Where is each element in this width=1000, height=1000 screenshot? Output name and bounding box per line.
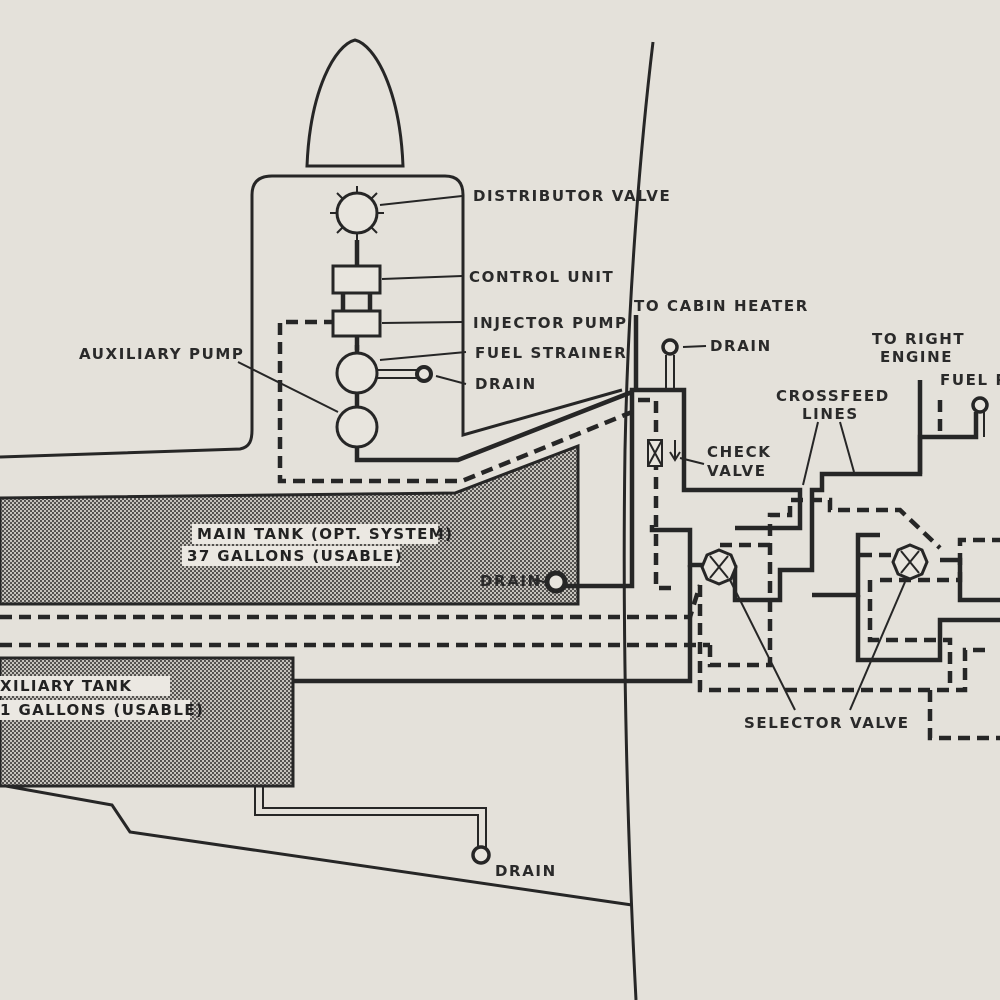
- label-aux-tank: XILIARY TANK: [0, 677, 132, 695]
- label-drain-main: DRAIN: [480, 572, 542, 590]
- aux-tank-supply-line: [293, 565, 693, 684]
- label-check: CHECK: [707, 443, 771, 461]
- crossfeed-dash-c: [720, 542, 953, 690]
- aux-tank-label-bg-2: [0, 700, 190, 720]
- label-aux-tank-gallons: 1 GALLONS (USABLE): [0, 701, 204, 719]
- engine-supply-line: [354, 345, 633, 463]
- nacelle-return-line: [277, 319, 633, 484]
- label-main-tank-gallons: 37 GALLONS (USABLE): [187, 547, 403, 565]
- long-return-line-1: [0, 584, 703, 620]
- check-valve: [647, 439, 681, 467]
- strainer-drain-pipe: [377, 369, 418, 379]
- fuselage-side-line: [622, 41, 655, 1000]
- left-selector-out: [732, 412, 979, 603]
- label-distributor-valve: DISTRIBUTOR VALVE: [473, 187, 671, 205]
- return-lines: [0, 319, 1000, 741]
- propeller-spinner: [305, 38, 405, 168]
- control-unit: [331, 264, 382, 295]
- fuel-strainer: [335, 351, 379, 395]
- main-tank-drain-line: [556, 387, 803, 589]
- label-strainer-drain: DRAIN: [475, 375, 537, 393]
- aux-tank-drain: [471, 845, 491, 865]
- label-drain-top: DRAIN: [710, 337, 772, 355]
- label-engine: ENGINE: [880, 348, 953, 366]
- label-crossfeed: CROSSFEED: [776, 387, 890, 405]
- control-injector-link: [340, 293, 373, 311]
- engine-nacelle-outline: [0, 174, 623, 459]
- strainer-drain: [415, 365, 433, 383]
- aux-tank-drain-pipe: [254, 786, 487, 848]
- label-fuel-strainer: FUEL STRAINER: [475, 344, 627, 362]
- label-lines: LINES: [802, 405, 859, 423]
- right-return-dash: [927, 690, 1000, 741]
- fuel-r-drain: [971, 396, 989, 414]
- right-selector-lower: [855, 595, 1000, 663]
- fuel-r-drain-pipe: [975, 412, 985, 437]
- label-drain-bottom: DRAIN: [495, 862, 557, 880]
- leader-lines: [237, 195, 906, 711]
- crossfeed-dash-b: [707, 497, 942, 668]
- crossfeed-line-left: [649, 525, 718, 568]
- main-tank-label-bg-2: [182, 546, 400, 566]
- drain-top-line: [665, 355, 675, 390]
- check-valve-return: [638, 397, 676, 591]
- crossfeed-dash-a: [697, 585, 990, 693]
- injector-pump: [331, 309, 382, 338]
- label-control-unit: CONTROL UNIT: [469, 268, 614, 286]
- label-fuel-r: FUEL R: [940, 371, 1000, 389]
- label-selector-valve: SELECTOR VALVE: [744, 714, 910, 732]
- main-tank-label-bg: [192, 524, 438, 544]
- auxiliary-pump: [335, 405, 379, 449]
- label-to-right: TO RIGHT: [872, 330, 965, 348]
- label-main-tank: MAIN TANK (OPT. SYSTEM): [197, 525, 453, 543]
- top-drain: [661, 338, 679, 356]
- crossfeed-dash-d: [860, 537, 1000, 583]
- label-valve: VALVE: [707, 462, 767, 480]
- left-selector-valve: [700, 548, 738, 586]
- wing-trailing-edge: [0, 783, 633, 907]
- label-injector-pump: INJECTOR PUMP: [473, 314, 628, 332]
- label-auxiliary-pump: AUXILIARY PUMP: [79, 345, 245, 363]
- aux-tank-label-bg: [0, 676, 170, 696]
- label-to-cabin-heater: TO CABIN HEATER: [634, 297, 809, 315]
- distributor-valve: [330, 186, 384, 240]
- main-tank-drain: [544, 570, 568, 594]
- right-selector-valve: [891, 543, 929, 581]
